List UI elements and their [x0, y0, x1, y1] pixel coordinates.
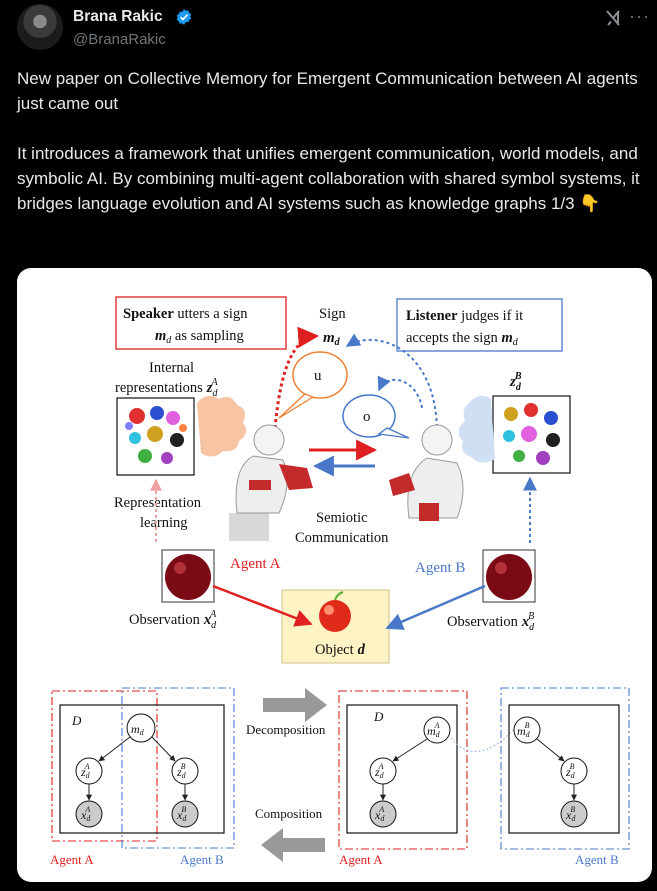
svg-text:zdA: zdA [80, 762, 91, 780]
post-paragraph-2: It introduces a framework that unifies e… [17, 141, 642, 216]
more-icon[interactable]: ··· [629, 6, 650, 26]
agent-a-label: Agent A [230, 556, 281, 572]
listener-rest: judges if it [458, 308, 524, 324]
post-paragraph-1: New paper on Collective Memory for Emerg… [17, 69, 638, 113]
svg-text:xdA: xdA [374, 805, 385, 823]
svg-text:u: u [314, 368, 322, 384]
message-link [450, 729, 514, 752]
pointing-down-emoji-icon: 👇 [579, 194, 601, 213]
rep-learning-2: learning [140, 515, 188, 531]
svg-text:Agent A: Agent A [339, 852, 383, 867]
zb-label: zdB [509, 371, 522, 393]
svg-text:Agent B: Agent B [180, 852, 224, 867]
svg-text:xdB: xdB [565, 805, 576, 823]
svg-text:Agent A: Agent A [50, 852, 94, 867]
thought-cloud-a [197, 395, 247, 457]
svg-text:Listener judges if it: Listener judges if it [406, 308, 523, 324]
post-paragraph-2-text: It introduces a framework that unifies e… [17, 144, 640, 213]
svg-text:zdB: zdB [565, 762, 576, 780]
agent-b-label: Agent B [415, 560, 465, 576]
svg-text:xdB: xdB [176, 805, 187, 823]
object-arrow-a [212, 584, 313, 627]
listener-bold: Listener [406, 308, 458, 324]
robot-agent-a [229, 424, 313, 541]
decomposition-arrow: Decomposition [246, 688, 327, 737]
author-handle[interactable]: @BranaRakic [73, 31, 166, 48]
sign-label: Sign md [319, 306, 346, 348]
listener-caption: Listener judges if it accepts the sign m… [396, 298, 563, 352]
svg-text:D: D [71, 713, 82, 728]
speaker-caption: Speaker utters a sign md as sampling [115, 296, 287, 350]
observation-image-a [161, 549, 215, 603]
sign-arrow-listener [345, 333, 438, 434]
representation-plot-b [492, 395, 571, 474]
author-name[interactable]: Brana Rakic [73, 8, 163, 25]
object-arrow-b [385, 584, 486, 630]
svg-text:mdA: mdA [427, 721, 441, 739]
speech-bubble-o: o [342, 394, 410, 439]
semiotic-1: Semiotic [316, 510, 368, 526]
paper-figure: Speaker utters a sign md as sampling Sig… [50, 296, 630, 867]
svg-text:Sign: Sign [319, 306, 346, 322]
observation-image-b [482, 549, 536, 603]
svg-text:md: md [323, 330, 341, 348]
svg-text:xdA: xdA [80, 805, 91, 823]
svg-text:Agent B: Agent B [575, 852, 619, 867]
internal-label-1: Internal [149, 360, 194, 376]
sign-arrow-judge [377, 375, 423, 409]
svg-text:accepts the sign md: accepts the sign md [406, 330, 519, 348]
listener-line2: accepts the sign [406, 330, 501, 346]
graph-agent-a: D mdA zdA xdA Agent A [338, 690, 468, 867]
svg-text:Speaker utters a sign: Speaker utters a sign [123, 306, 248, 322]
composition-arrow: Composition [255, 806, 325, 862]
svg-text:D: D [373, 709, 384, 724]
svg-text:zdA: zdA [374, 762, 385, 780]
sign-arrow-speaker [273, 326, 320, 429]
post-text: New paper on Collective Memory for Emerg… [17, 66, 642, 216]
post-header: Brana Rakic @BranaRakic ··· [17, 4, 650, 56]
speech-bubble-u: u [278, 351, 348, 419]
representation-plot-a [116, 397, 195, 476]
rep-learning-1: Representation [114, 495, 202, 511]
avatar[interactable] [17, 4, 63, 50]
speaker-line2: as sampling [171, 328, 244, 344]
graph-combined: D md zdA zdB xdA xdB Agent A Agent B [50, 687, 235, 867]
svg-text:mdB: mdB [517, 721, 531, 739]
svg-text:md as sampling: md as sampling [155, 328, 244, 346]
graph-agent-b: mdB zdB xdB Agent B [500, 687, 630, 867]
svg-text:Composition: Composition [255, 806, 323, 821]
svg-text:o: o [363, 409, 371, 425]
post-image[interactable]: Speaker utters a sign md as sampling Sig… [17, 268, 652, 882]
verified-badge-icon [176, 9, 192, 25]
grok-icon[interactable] [603, 8, 623, 28]
speaker-rest: utters a sign [174, 306, 248, 322]
svg-text:Decomposition: Decomposition [246, 722, 326, 737]
speaker-bold: Speaker [123, 306, 174, 322]
semiotic-2: Communication [295, 530, 389, 546]
svg-text:zdB: zdB [176, 762, 187, 780]
robot-agent-b [389, 424, 464, 521]
thought-cloud-b [458, 395, 495, 463]
